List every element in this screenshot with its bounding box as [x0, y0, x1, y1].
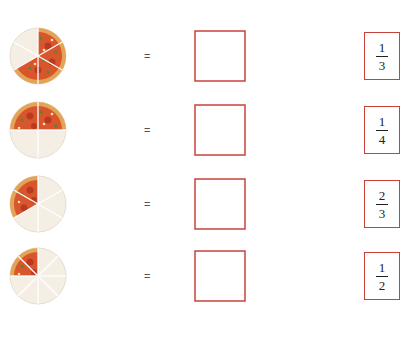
fraction-box: 23 [364, 180, 400, 228]
numerator: 2 [376, 188, 389, 205]
denominator: 2 [376, 277, 389, 293]
fraction-box: 14 [364, 106, 400, 154]
numerator: 1 [376, 114, 389, 131]
pizza [10, 176, 66, 232]
pizza [10, 28, 66, 84]
answer-box [195, 31, 245, 81]
denominator: 3 [376, 205, 389, 221]
denominator: 4 [376, 131, 389, 147]
equals-sign: = [144, 198, 150, 210]
numerator: 1 [376, 260, 389, 277]
pizza [10, 248, 66, 304]
equals-sign: = [144, 270, 150, 282]
equals-sign: = [144, 50, 150, 62]
equals-sign: = [144, 124, 150, 136]
fraction-box: 12 [364, 252, 400, 300]
answer-box [195, 105, 245, 155]
numerator: 1 [376, 40, 389, 57]
answer-box [195, 179, 245, 229]
answer-box [195, 251, 245, 301]
pizza [10, 102, 66, 158]
denominator: 3 [376, 57, 389, 73]
fraction-box: 13 [364, 32, 400, 80]
